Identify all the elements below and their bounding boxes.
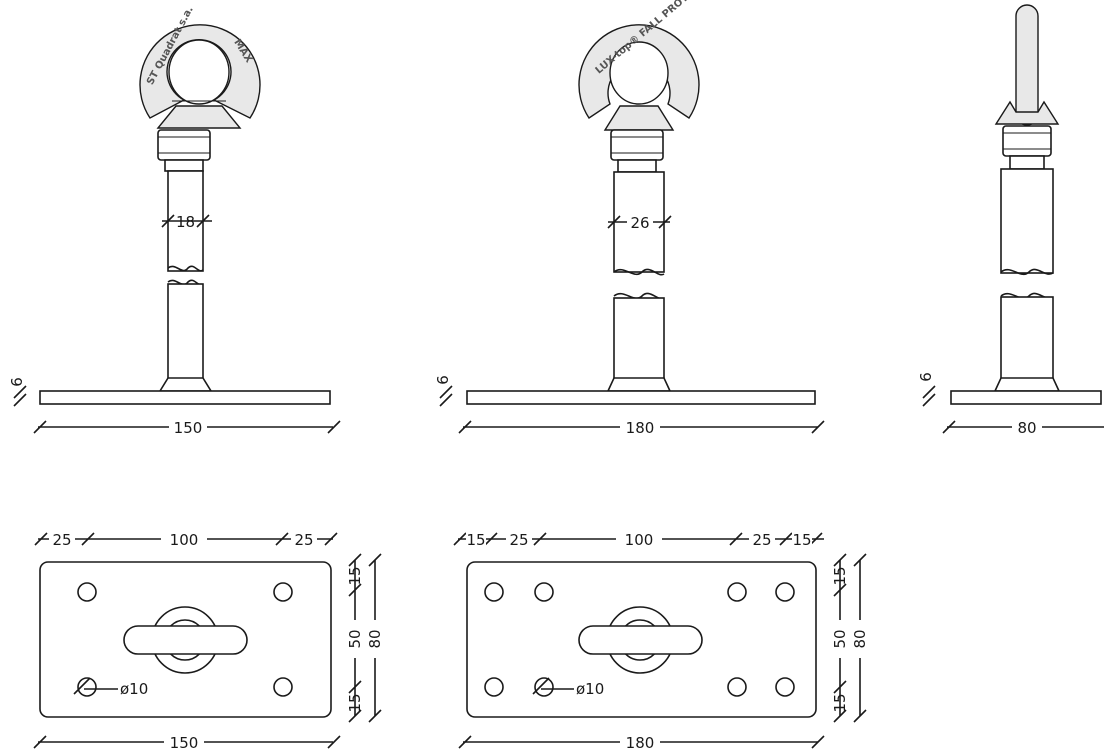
- bolt-hole: [775, 582, 795, 602]
- side-view: 6 80: [917, 4, 1104, 437]
- bolt-hole: [534, 677, 554, 697]
- rod-upper: [1000, 168, 1054, 274]
- dim-mid-label: 100: [170, 531, 199, 549]
- bolt-hole: [727, 582, 747, 602]
- rod-break-top: [1000, 268, 1054, 276]
- bolt-hole: [775, 677, 795, 697]
- plan-length-label: 150: [170, 734, 199, 749]
- eye-ring-top: [123, 625, 248, 655]
- ring-collar: [994, 100, 1060, 125]
- bolt-hole: [534, 582, 554, 602]
- washer: [617, 159, 657, 173]
- eye-ring-hole: [609, 41, 669, 105]
- bolt-hole: [484, 582, 504, 602]
- rod-break-top: [613, 268, 665, 276]
- ring-collar: [156, 105, 242, 129]
- dim-left-label: 25: [52, 531, 71, 549]
- rod-diameter-label: 26: [630, 214, 649, 232]
- bolt-hole: [484, 677, 504, 697]
- plan-length-label: 180: [626, 734, 655, 749]
- base-plate: [466, 390, 816, 405]
- weld-fillet: [606, 377, 672, 392]
- eye-ring-top: [578, 625, 703, 655]
- hole-diameter-label: ø10: [120, 680, 148, 698]
- side-top-label: 15: [831, 566, 849, 585]
- base-thickness-label: 6: [917, 372, 935, 382]
- side-bot-label: 15: [346, 693, 364, 712]
- plan-view-180: ø10 15 25 100 25 15 15 50 15 80: [453, 531, 869, 749]
- plan-view-150: ø10 25 100 25 15 50 15 80 150: [33, 531, 384, 749]
- base-length-label: 180: [626, 419, 655, 437]
- side-mid-label: 50: [346, 629, 364, 648]
- dim-mid-label: 100: [625, 531, 654, 549]
- side-mid-label: 50: [831, 629, 849, 648]
- base-plate: [950, 390, 1102, 405]
- dim-edge-left-label: 15: [466, 531, 485, 549]
- dim-right-label: 25: [752, 531, 771, 549]
- bolt-hole: [77, 677, 97, 697]
- base-length-label: 150: [174, 419, 203, 437]
- bolt-hole: [273, 677, 293, 697]
- rod-lower: [167, 283, 204, 385]
- side-bot-label: 15: [831, 693, 849, 712]
- hole-diameter-label: ø10: [576, 680, 604, 698]
- bolt-hole: [77, 582, 97, 602]
- dim-edge-right-label: 15: [792, 531, 811, 549]
- side-total-label: 80: [851, 629, 869, 648]
- ring-collar: [603, 105, 675, 131]
- dim-right-label: 25: [294, 531, 313, 549]
- rod-lower: [613, 297, 665, 383]
- side-top-label: 15: [346, 566, 364, 585]
- eye-ring: [139, 24, 261, 119]
- rod-break-top: [167, 265, 204, 272]
- rod-diameter-label: 18: [176, 213, 195, 231]
- bolt-hole: [727, 677, 747, 697]
- base-thickness-label: 6: [434, 375, 452, 385]
- hex-nut: [157, 129, 211, 161]
- hex-nut: [1002, 125, 1052, 157]
- front-view-26: LUX-top® FALL PROTECTION 26 6 180: [434, 0, 825, 437]
- hex-nut: [610, 129, 664, 161]
- base-plate: [39, 390, 331, 405]
- side-total-label: 80: [366, 629, 384, 648]
- base-length-label: 80: [1017, 419, 1036, 437]
- rod-lower: [1000, 296, 1054, 383]
- eye-ring-hole: [168, 39, 230, 105]
- washer: [1009, 155, 1045, 170]
- weld-fillet: [158, 377, 213, 392]
- dim-left-label: 25: [509, 531, 528, 549]
- front-view-18: ST Quadrat s.a. MAX 18 6 150: [8, 5, 341, 437]
- eye-ring-side: [1015, 4, 1039, 126]
- weld-fillet: [993, 377, 1061, 392]
- bolt-hole: [273, 582, 293, 602]
- base-thickness-label: 6: [8, 377, 26, 387]
- washer: [164, 159, 204, 172]
